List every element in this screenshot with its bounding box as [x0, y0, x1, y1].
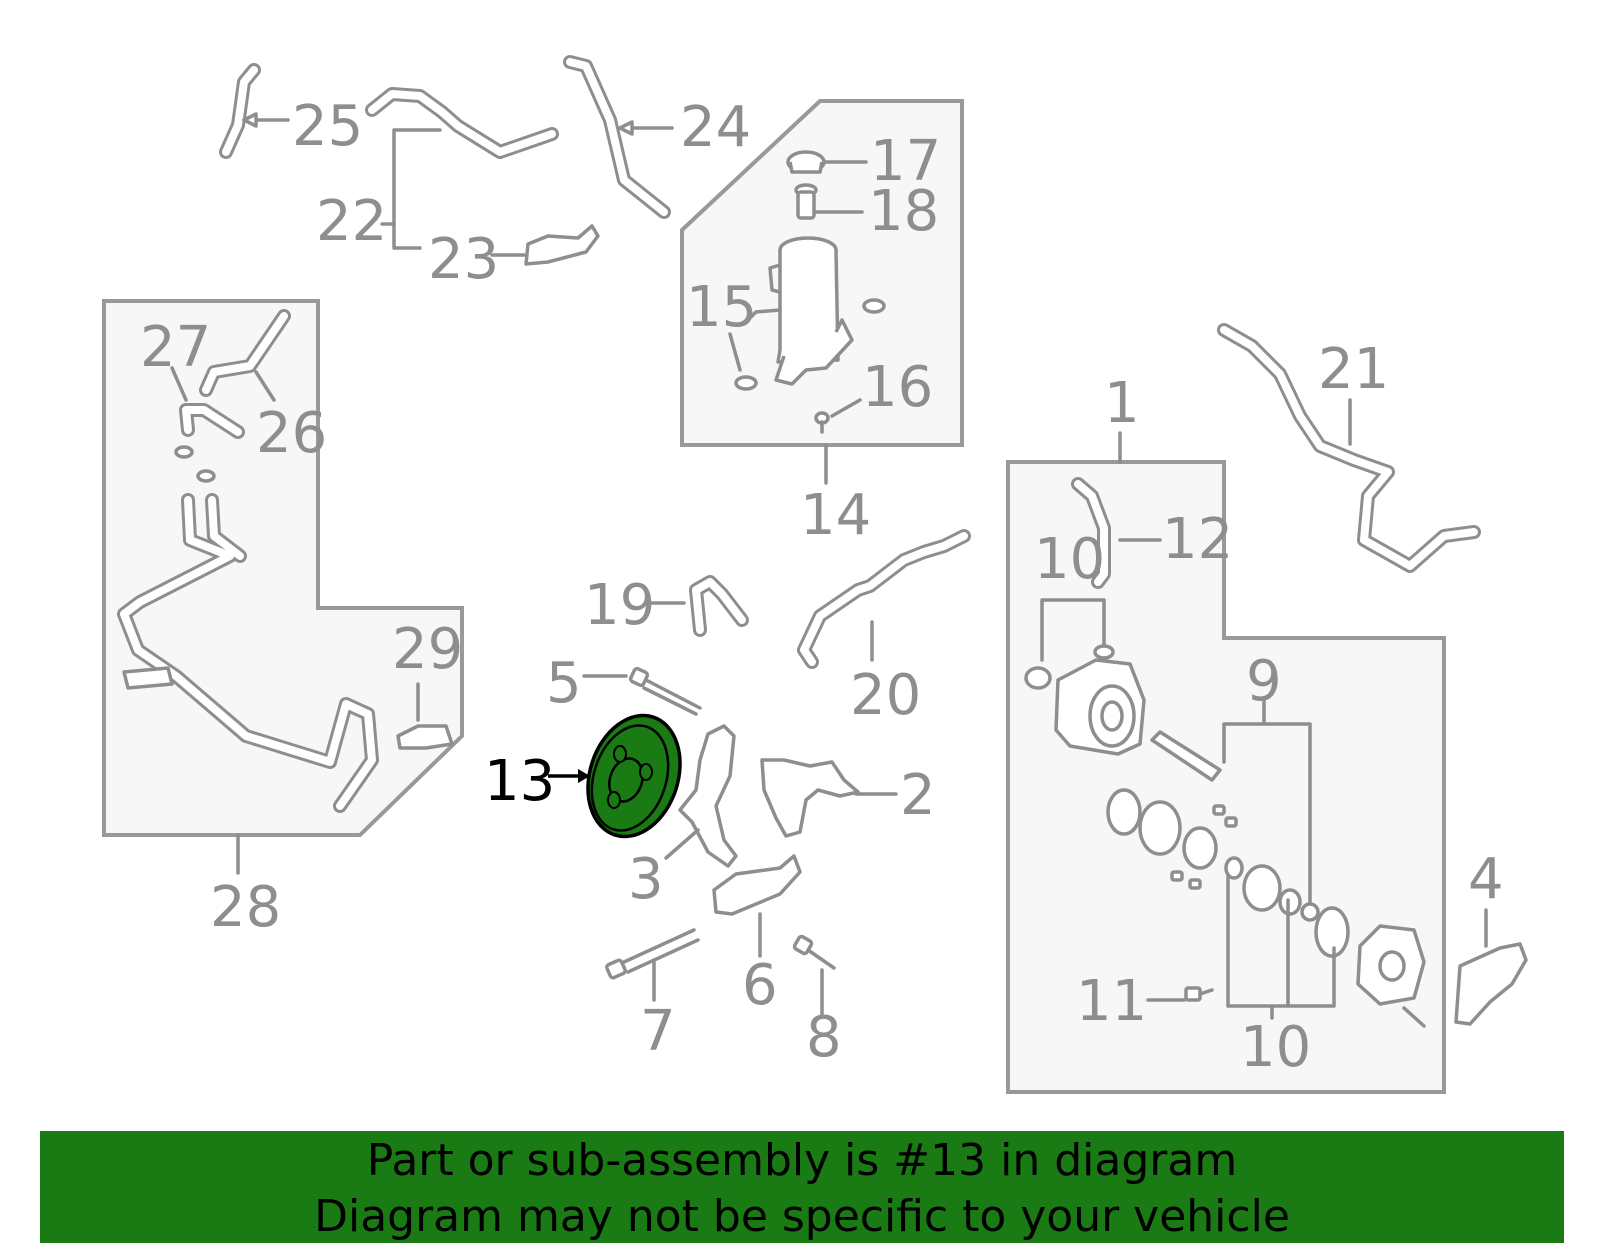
part-17-cap — [786, 150, 826, 174]
banner-line-2: Diagram may not be specific to your vehi… — [314, 1191, 1290, 1242]
callout-10-top: 10 — [1034, 527, 1105, 592]
callout-6: 6 — [742, 953, 778, 1018]
callout-25: 25 — [292, 94, 363, 159]
callout-15: 15 — [686, 275, 757, 340]
part-13-pulley — [586, 713, 682, 839]
callout-22: 22 — [316, 189, 387, 254]
callout-5: 5 — [546, 651, 582, 716]
callout-12: 12 — [1162, 507, 1233, 572]
callout-16: 16 — [862, 355, 933, 420]
part-28-line — [117, 493, 379, 813]
part-4-bracket — [1454, 942, 1528, 1026]
part-11-bolt — [1184, 986, 1214, 1002]
callout-14: 14 — [800, 483, 871, 548]
part-27-hose — [179, 403, 245, 439]
callout-29: 29 — [392, 617, 463, 682]
part-24-hose — [563, 55, 671, 219]
callout-18: 18 — [868, 179, 939, 244]
part-21-line — [1217, 323, 1481, 573]
callout-2: 2 — [900, 763, 936, 828]
part-14-reservoir — [746, 236, 854, 386]
callout-3: 3 — [628, 847, 664, 912]
part-25-tube — [219, 63, 261, 159]
callout-4: 4 — [1468, 847, 1504, 912]
group-box-28 — [102, 299, 464, 837]
callout-26: 26 — [256, 401, 327, 466]
part-29-bracket — [396, 724, 454, 750]
part-7-bolt — [605, 928, 700, 980]
part-22-hose — [365, 87, 559, 159]
part-18-strainer — [794, 183, 818, 220]
part-23-clamp — [524, 224, 600, 266]
callout-24: 24 — [680, 95, 751, 160]
callout-17: 17 — [870, 129, 941, 194]
part-8-bolt — [792, 934, 836, 970]
info-banner: Part or sub-assembly is #13 in diagram D… — [40, 1131, 1564, 1243]
callout-1: 1 — [1104, 371, 1140, 436]
part-19-hose — [689, 575, 749, 637]
callout-13-highlighted: 13 — [484, 749, 555, 814]
callout-28: 28 — [210, 875, 281, 940]
callout-21: 21 — [1318, 337, 1389, 402]
callout-10-bottom: 10 — [1240, 1015, 1311, 1080]
callout-7: 7 — [640, 999, 676, 1064]
callout-8: 8 — [806, 1005, 842, 1070]
callout-11: 11 — [1076, 969, 1147, 1034]
part-6-bracket — [712, 854, 802, 916]
part-5-bolt — [628, 666, 702, 716]
part-3-bracket — [678, 724, 738, 868]
callout-23: 23 — [428, 227, 499, 292]
pump-rear-cover — [1356, 924, 1426, 1028]
part-1-pump-body — [1054, 658, 1146, 756]
part-12-pipe — [1071, 477, 1111, 589]
part-20-line — [797, 529, 971, 669]
part-9-shaft — [1150, 730, 1222, 782]
callout-20: 20 — [850, 663, 921, 728]
part-26-hose — [199, 309, 291, 397]
reservoir-grommet — [862, 298, 886, 314]
callout-19: 19 — [584, 573, 655, 638]
part-16-bolt — [814, 411, 830, 434]
pump-internals — [1106, 788, 1350, 958]
banner-line-1: Part or sub-assembly is #13 in diagram — [366, 1135, 1238, 1186]
part-15-seal — [734, 375, 758, 391]
callout-27: 27 — [140, 315, 211, 380]
part-2-bracket — [760, 758, 860, 838]
callout-9: 9 — [1246, 649, 1282, 714]
